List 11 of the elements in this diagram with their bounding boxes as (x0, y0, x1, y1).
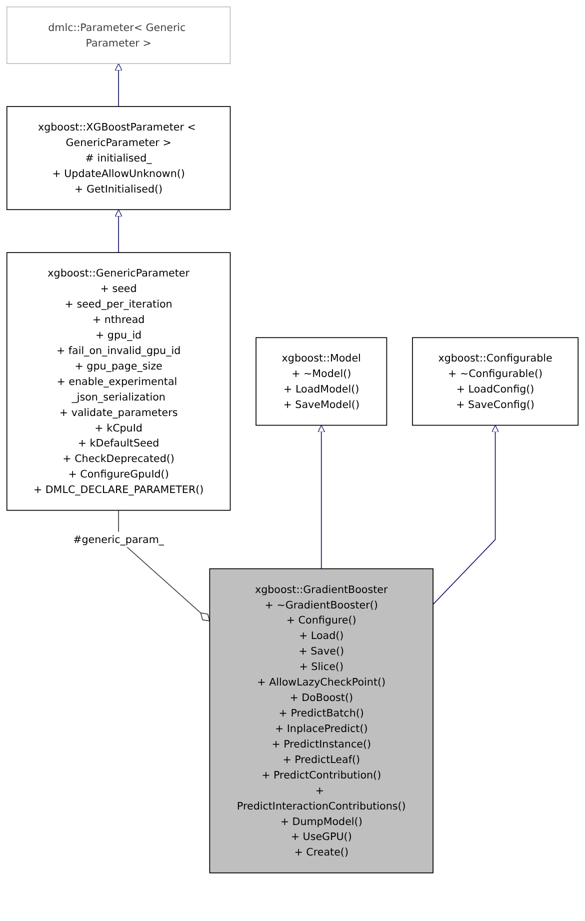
arrow (114, 63, 122, 107)
node-box: xgboost::GradientBooster + ~GradientBooster() + Configure() + Load() + Save() + Slice() + AllowLazyCheckPoint() + DoBoost() + PredictBatch() + InplacePredict() + PredictInstance() + PredictLeaf() + PredictContribution() + PredictInteractionContributions() + DumpModel() + UseGPU() + Create() (209, 568, 434, 874)
node-box: dmlc::Parameter< Generic Parameter > (6, 6, 231, 64)
arrow (318, 424, 326, 570)
arrow (114, 209, 122, 254)
node-box: xgboost::Model + ~Model() + LoadModel() + SaveModel() (256, 337, 388, 426)
node-box: xgboost::GenericParameter + seed + seed_per_iteration + nthread + gpu_id + fail_on_invalid_gpu_id + gpu_page_size + enable_experimental _json_serialization + validate_parameters + kCpuId + kDefaultSeed + CheckDeprecated() + ConfigureGpuId() + DMLC_DECLARE_PARAMETER() (6, 252, 231, 511)
edge-label: #generic_param_ (73, 534, 164, 546)
node-box: xgboost::Configurable + ~Configurable() + LoadConfig() + SaveConfig() (412, 337, 579, 426)
node-box: xgboost::XGBoostParameter < GenericParameter > # initialised_ + UpdateAllowUnknown() + GetInitialised() (6, 106, 231, 210)
arrow (432, 424, 500, 605)
